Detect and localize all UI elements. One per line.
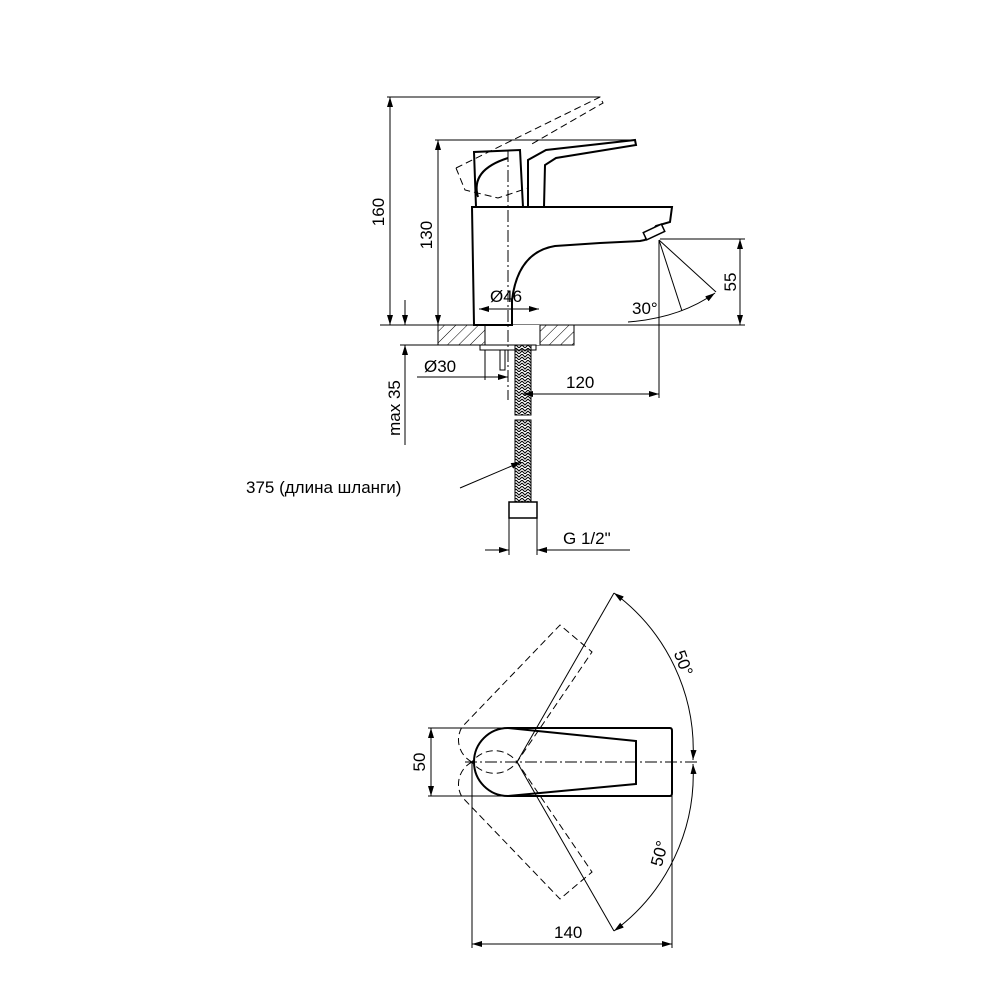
dim-max-deck-thickness: max 35 [385, 380, 404, 436]
dim-shank-diameter: Ø30 [424, 357, 456, 376]
hose [514, 344, 532, 416]
dim-spout-reach: 120 [566, 373, 594, 392]
side-view: 160 130 55 30° Ø46 Ø30 max 35 120 375 [246, 96, 745, 555]
dim-thread: G 1/2" [563, 529, 611, 548]
handle [527, 138, 638, 208]
dim-length: 140 [554, 923, 582, 942]
dim-spray-angle: 30° [632, 299, 658, 318]
dim-angle-upper: 50° [670, 648, 697, 679]
dim-height-max: 160 [369, 198, 388, 226]
dim-height: 130 [417, 221, 436, 249]
hose-fitting [508, 501, 538, 519]
dim-angle-lower: 50° [647, 839, 672, 869]
faucet-body [470, 206, 674, 326]
top-view: 50° 50° 50 140 [410, 592, 697, 948]
dim-base-diameter: Ø46 [490, 287, 522, 306]
dim-width: 50 [410, 753, 429, 772]
dim-spout-height: 55 [721, 273, 740, 292]
dim-hose-length: 375 (длина шланги) [246, 478, 401, 497]
